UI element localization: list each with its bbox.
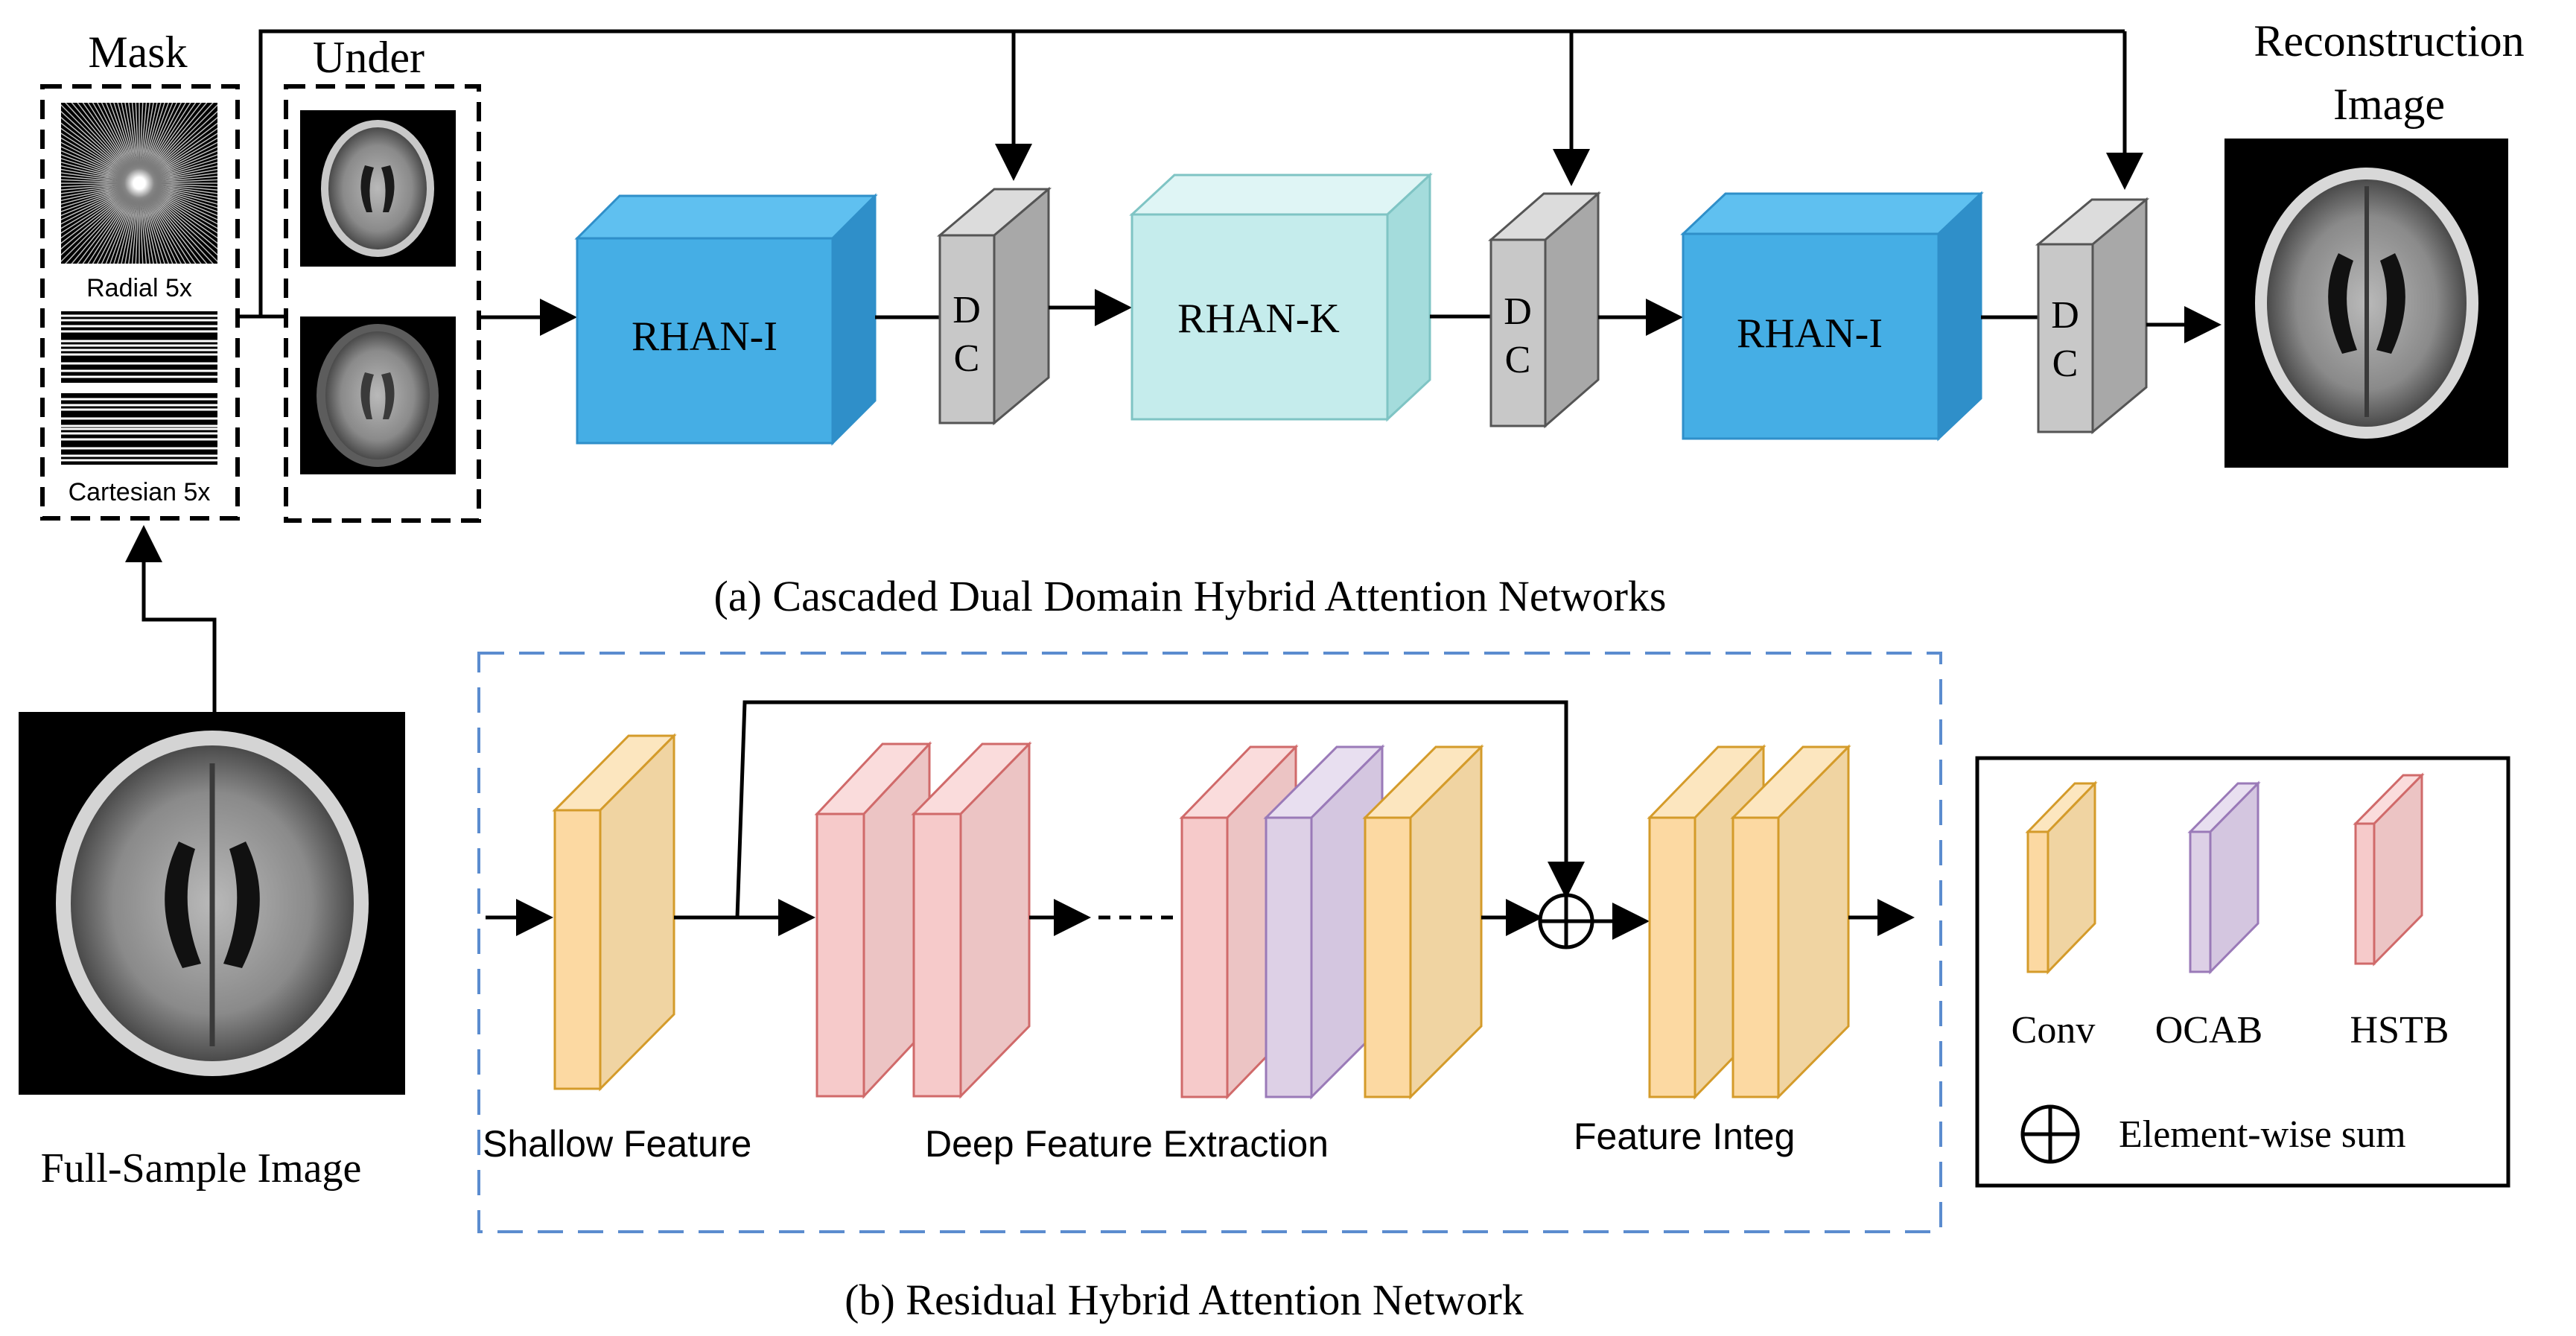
legend-hstb-label: HSTB (2350, 1009, 2449, 1052)
full-sample-to-mask-arrow (125, 525, 217, 712)
mask-title: Mask (88, 28, 187, 77)
deep-feature-label: Deep Feature Extraction (925, 1123, 1329, 1165)
dc1-d: D (953, 289, 981, 331)
caption-b: (b) Residual Hybrid Attention Network (845, 1276, 1524, 1324)
legend-conv-icon (2025, 780, 2098, 975)
rhan-k-label: RHAN-K (1177, 296, 1340, 342)
dc-block-3 (2035, 197, 2150, 435)
hstb-block-2 (911, 741, 1032, 1099)
dc3-c: C (2052, 343, 2079, 385)
under-box (284, 84, 481, 523)
reconstruction-image (2224, 139, 2508, 468)
cartesian-label: Cartesian 5x (69, 478, 211, 506)
legend-sum-icon (2020, 1104, 2080, 1164)
under-title: Under (313, 33, 424, 82)
radial-mask-image (61, 103, 217, 264)
legend-conv-label: Conv (2011, 1009, 2096, 1052)
cartesian-mask-image-1 (61, 311, 217, 383)
recon-title-line1: Reconstruction (2254, 16, 2524, 66)
element-wise-sum-icon (1538, 893, 1594, 949)
shallow-feature-label: Shallow Feature (483, 1123, 751, 1165)
rhan-i-label-1: RHAN-I (632, 314, 777, 360)
full-sample-image (19, 712, 405, 1095)
integ-conv-block-2 (1730, 744, 1851, 1100)
hstb-block-1 (814, 741, 932, 1099)
deep-conv-block (1362, 744, 1484, 1100)
dc2-c: C (1505, 339, 1531, 381)
mask-box (40, 84, 240, 521)
radial-label: Radial 5x (86, 274, 192, 302)
mask-to-bus-line (238, 29, 2125, 319)
cartesian-mask-image-2 (61, 393, 217, 465)
skip-connection (735, 700, 1585, 918)
rhan-detail-frame (477, 652, 1942, 1233)
rhan-i-block-1 (574, 193, 878, 446)
dc1-c: C (954, 337, 980, 380)
undersampled-image-radial (300, 110, 456, 267)
shallow-conv-block (552, 733, 677, 1092)
rhan-i-block-2 (1680, 191, 1984, 442)
recon-title-line2: Image (2333, 80, 2445, 129)
rhan-k-block (1129, 172, 1433, 422)
rhan-i-label-2: RHAN-I (1737, 311, 1883, 357)
dc2-d: D (1504, 290, 1532, 333)
dc-block-2 (1488, 191, 1601, 429)
dc3-d: D (2051, 294, 2079, 337)
legend-hstb-icon (2353, 772, 2425, 967)
legend-ocab-icon (2187, 780, 2261, 975)
dc-block-1 (936, 186, 1052, 426)
full-sample-label: Full-Sample Image (41, 1145, 362, 1192)
feature-integ-label: Feature Integ (1574, 1116, 1795, 1157)
legend-sum-label: Element-wise sum (2119, 1113, 2406, 1156)
undersampled-image-cartesian (300, 316, 456, 474)
legend-ocab-label: OCAB (2155, 1009, 2262, 1052)
caption-a: (a) Cascaded Dual Domain Hybrid Attentio… (714, 572, 1667, 620)
